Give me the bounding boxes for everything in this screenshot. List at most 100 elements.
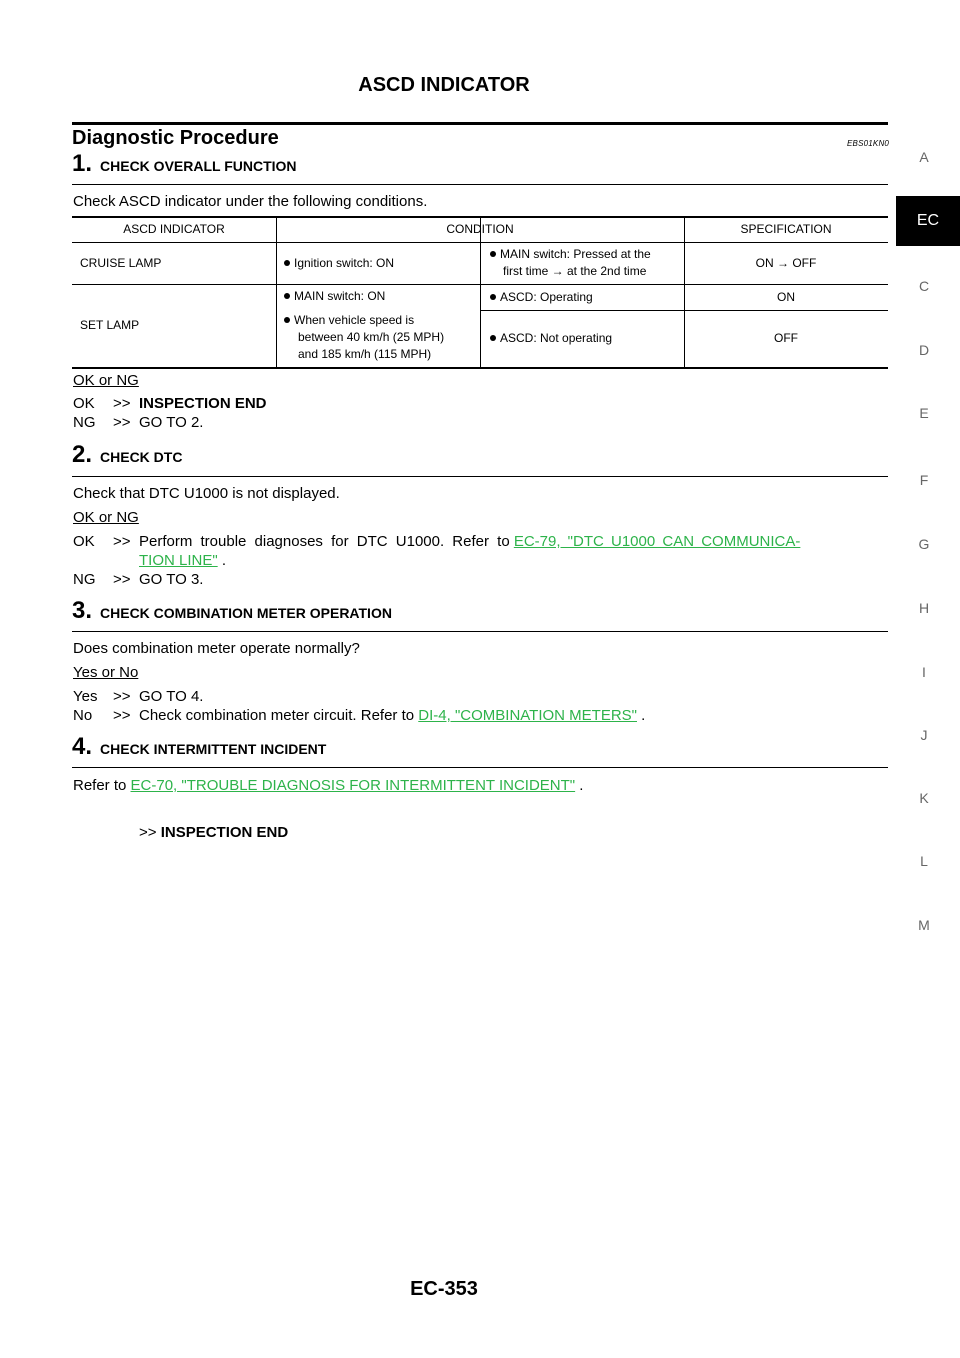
result-arrow: >> bbox=[113, 688, 131, 705]
result-ng: NG >> GO TO 3. bbox=[73, 571, 203, 588]
header-rule bbox=[72, 122, 888, 125]
bullet-icon bbox=[490, 294, 496, 300]
condition-text: between 40 km/h (25 MPH) bbox=[298, 330, 445, 344]
link-tail: . bbox=[641, 707, 646, 724]
step-1-instruction: Check ASCD indicator under the following… bbox=[73, 193, 428, 210]
ref-link-ec-79[interactable]: EC-79, "DTC U1000 CAN COMMUNICA- bbox=[513, 533, 801, 550]
condition-text: Ignition switch: ON bbox=[294, 256, 395, 270]
step-4-heading: 4.CHECK INTERMITTENT INCIDENT bbox=[72, 733, 326, 761]
side-index-i[interactable]: I bbox=[922, 664, 926, 680]
sub-condition-text: ASCD: Operating bbox=[500, 290, 593, 304]
spec-cell: ON bbox=[777, 290, 795, 304]
step-number: 2. bbox=[72, 441, 93, 468]
condition-text: and 185 km/h (115 MPH) bbox=[298, 347, 432, 361]
result-arrow: >> bbox=[113, 395, 131, 412]
ref-link-ec-70[interactable]: EC-70, "TROUBLE DIAGNOSIS FOR INTERMITTE… bbox=[130, 777, 576, 794]
step-divider bbox=[72, 184, 888, 185]
result-label: OK or NG bbox=[73, 509, 139, 526]
result-end: >> INSPECTION END bbox=[139, 824, 288, 841]
bullet-icon bbox=[284, 293, 290, 299]
table-header-cell: SPECIFICATION bbox=[740, 222, 832, 236]
step-3-heading: 3. CHECK COMBINATION METER OPERATION bbox=[72, 597, 392, 625]
result-action: GO TO 3. bbox=[139, 571, 204, 588]
result-action: INSPECTION END bbox=[160, 824, 289, 841]
instruction-text: Refer to bbox=[73, 777, 127, 794]
step-title: CHECK COMBINATION METER OPERATION bbox=[100, 605, 392, 621]
result-action: Check combination meter circuit. Refer t… bbox=[139, 707, 415, 724]
table-col-rule bbox=[276, 218, 277, 367]
result-arrow: >> bbox=[113, 571, 131, 588]
result-arrow: >> bbox=[113, 707, 131, 724]
step-number: 1. bbox=[72, 150, 93, 177]
side-index-d[interactable]: D bbox=[918, 342, 930, 358]
table-header-cell: ASCD INDICATOR bbox=[123, 222, 225, 236]
side-index-c[interactable]: C bbox=[918, 278, 930, 294]
side-index-e[interactable]: E bbox=[919, 405, 929, 421]
table-bottom-rule bbox=[72, 367, 888, 369]
side-index-a[interactable]: A bbox=[919, 149, 929, 165]
result-action: INSPECTION END bbox=[139, 395, 267, 412]
table-col-rule bbox=[480, 242, 481, 367]
indicator-cruise-lamp: CRUISE LAMP bbox=[80, 256, 162, 270]
result-arrow: >> bbox=[113, 533, 131, 550]
side-index-ec-active[interactable]: EC bbox=[896, 196, 960, 246]
side-index-l[interactable]: L bbox=[920, 853, 928, 869]
ref-link-ec-79-continued[interactable]: TION LINE" bbox=[139, 552, 218, 569]
side-index-g[interactable]: G bbox=[918, 536, 930, 552]
side-index-m[interactable]: M bbox=[918, 917, 930, 933]
section-heading: Diagnostic Procedure bbox=[72, 127, 279, 149]
side-index-j[interactable]: J bbox=[920, 727, 928, 743]
step-2-instruction: Check that DTC U1000 is not displayed. bbox=[73, 485, 340, 502]
result-ok-continued: TION LINE" . bbox=[139, 552, 226, 569]
step-divider bbox=[72, 631, 888, 632]
sub-condition-line: MAIN switch: Pressed at the bbox=[500, 247, 651, 261]
page-number: EC-353 bbox=[410, 1278, 478, 1300]
step-title: CHECK INTERMITTENT INCIDENT bbox=[100, 741, 327, 757]
sub-condition-cell: ASCD: Operating bbox=[490, 289, 593, 306]
side-index-h[interactable]: H bbox=[918, 600, 930, 616]
step-2-heading: 2. CHECK DTC bbox=[72, 441, 182, 469]
result-key: OK bbox=[73, 395, 95, 412]
step-3-instruction: Does combination meter operate normally? bbox=[73, 640, 360, 657]
condition-cell: MAIN switch: ON bbox=[284, 288, 385, 305]
table-header-cell: CONDITION bbox=[446, 222, 514, 236]
side-index-f[interactable]: F bbox=[919, 472, 929, 488]
ref-link-di-4[interactable]: DI-4, "COMBINATION METERS" bbox=[418, 707, 637, 724]
page-title: ASCD INDICATOR bbox=[358, 74, 530, 96]
side-index-k[interactable]: K bbox=[919, 790, 929, 806]
spec-cell: ON → OFF bbox=[755, 256, 817, 270]
result-yes: Yes >> GO TO 4. bbox=[73, 688, 203, 705]
spec-cell: OFF bbox=[774, 331, 798, 345]
bullet-icon bbox=[490, 251, 496, 257]
result-key: NG bbox=[73, 414, 96, 431]
step-number: 3. bbox=[72, 597, 93, 624]
result-arrow: >> bbox=[139, 824, 157, 841]
result-key: Yes bbox=[73, 688, 98, 705]
sub-condition-cell: ASCD: Not operating bbox=[490, 330, 612, 347]
result-key: NG bbox=[73, 571, 96, 588]
result-key: OK bbox=[73, 533, 95, 550]
step-divider bbox=[72, 476, 888, 477]
section-code: EBS01KN0 bbox=[847, 139, 890, 148]
step-1-heading: 1. CHECK OVERALL FUNCTION bbox=[72, 150, 297, 178]
result-ok: OK >> INSPECTION END bbox=[73, 395, 267, 412]
bullet-icon bbox=[284, 317, 290, 323]
condition-text: When vehicle speed is bbox=[294, 313, 415, 327]
sub-condition-text: ASCD: Not operating bbox=[500, 331, 613, 345]
step-divider bbox=[72, 767, 888, 768]
result-label: Yes or No bbox=[73, 664, 139, 681]
side-index-label: EC bbox=[916, 212, 940, 229]
link-tail: . bbox=[221, 552, 227, 569]
step-title: CHECK DTC bbox=[100, 449, 183, 465]
indicator-set-lamp: SET LAMP bbox=[80, 318, 140, 332]
link-tail: . bbox=[579, 777, 584, 794]
sub-condition-cell: MAIN switch: Pressed at the bbox=[490, 246, 651, 263]
result-action: GO TO 2. bbox=[139, 414, 204, 431]
result-action: Perform trouble diagnoses for DTC U1000.… bbox=[139, 533, 510, 550]
step-title: CHECK OVERALL FUNCTION bbox=[100, 158, 297, 174]
result-action: GO TO 4. bbox=[139, 688, 204, 705]
table-col-rule bbox=[480, 218, 481, 242]
condition-text: MAIN switch: ON bbox=[294, 289, 386, 303]
result-ng: NG>>GO TO 2. bbox=[73, 414, 203, 431]
bullet-icon bbox=[490, 335, 496, 341]
